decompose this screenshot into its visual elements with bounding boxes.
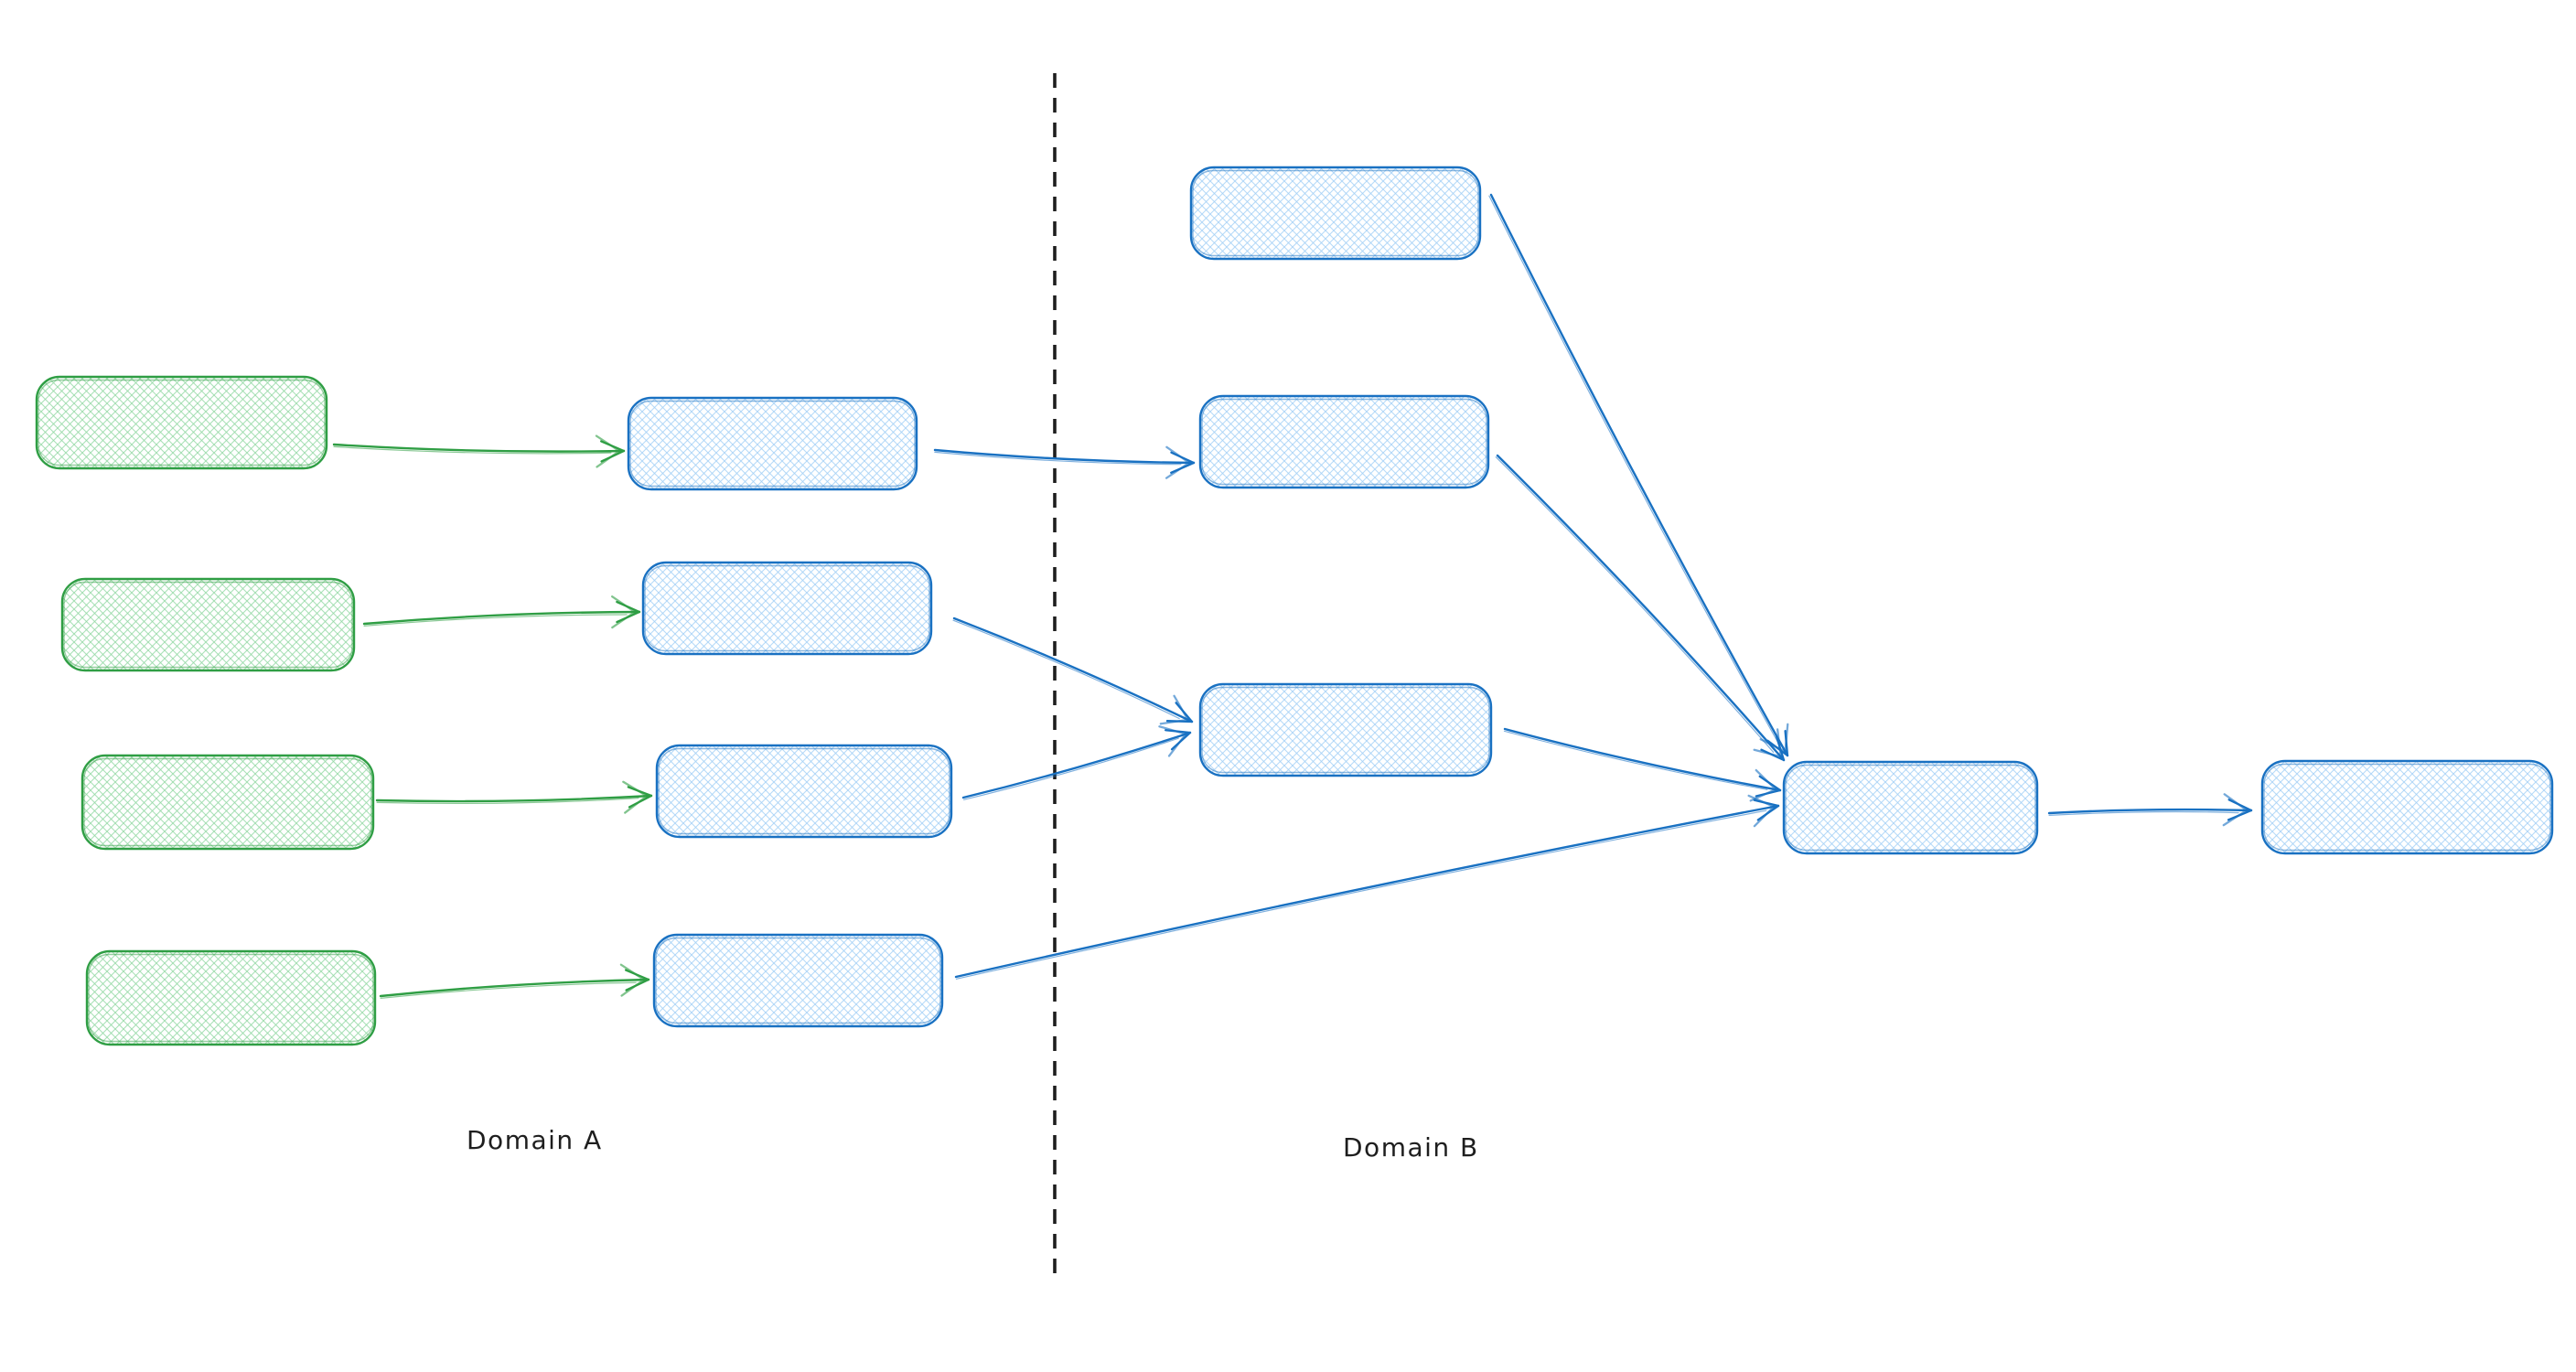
domain-b-label: Domain B: [1343, 1132, 1479, 1163]
arrow-edge-merge-output[interactable]: [2047, 793, 2253, 827]
domain-a-label: Domain A: [467, 1125, 603, 1155]
arrow-edge-stage3-b3[interactable]: [961, 725, 1192, 800]
node-domain-a-stage-1[interactable]: [627, 396, 918, 491]
node-domain-a-stage-4[interactable]: [652, 933, 944, 1028]
arrow-edge-source4-stage4[interactable]: [379, 963, 650, 999]
arrow-edge-source3-stage3[interactable]: [375, 780, 653, 814]
arrow-edge-source1-stage1[interactable]: [332, 434, 626, 468]
arrow-edge-b2-merge[interactable]: [1495, 454, 1786, 762]
arrow-edge-stage2-b3[interactable]: [952, 616, 1194, 725]
node-domain-a-source-4[interactable]: [85, 949, 377, 1046]
node-domain-a-stage-2[interactable]: [641, 561, 933, 656]
arrow-edge-stage1-b2[interactable]: [933, 445, 1196, 479]
node-domain-b-node-1[interactable]: [1189, 166, 1482, 261]
arrow-edge-b1-merge[interactable]: [1488, 193, 1789, 757]
node-domain-b-output[interactable]: [2260, 759, 2554, 855]
node-domain-a-stage-3[interactable]: [655, 744, 953, 839]
node-domain-b-merge[interactable]: [1782, 760, 2039, 855]
node-domain-a-source-3[interactable]: [80, 754, 375, 851]
node-domain-a-source-1[interactable]: [35, 375, 328, 470]
arrow-edge-b3-merge[interactable]: [1503, 727, 1782, 802]
node-domain-b-node-2[interactable]: [1198, 394, 1490, 489]
node-domain-a-source-2[interactable]: [60, 577, 356, 672]
arrow-edge-stage4-merge[interactable]: [954, 794, 1780, 980]
node-domain-b-node-3[interactable]: [1198, 682, 1493, 777]
arrow-edge-source2-stage2[interactable]: [362, 595, 641, 629]
